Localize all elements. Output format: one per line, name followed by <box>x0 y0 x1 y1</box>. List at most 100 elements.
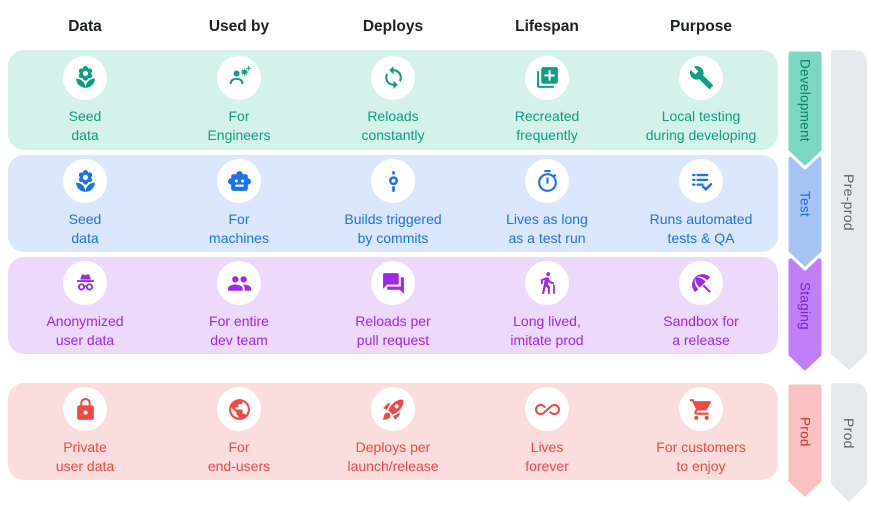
cell-prod-used-by: For end-users <box>162 383 316 480</box>
cell-label: For customers <box>656 439 746 455</box>
cell-label: Lives as long <box>506 211 588 227</box>
ribbon-pre-prod <box>831 50 867 370</box>
column-header-deploys: Deploys <box>362 18 424 35</box>
cell-label: by commits <box>357 230 429 246</box>
library-add-icon <box>525 55 569 100</box>
env-row-prod: Private user data For end-users Deploys … <box>8 383 778 480</box>
cell-dev-used-by: For Engineers <box>162 50 316 150</box>
cell-label: dev team <box>210 332 268 348</box>
ribbon-label-staging: Staging <box>797 281 813 330</box>
cell-label: pull request <box>356 332 430 348</box>
robot-icon <box>217 159 261 203</box>
column-headers: Data Used by Deploys Lifespan Purpose <box>8 18 778 36</box>
cell-label: a release <box>672 332 730 348</box>
seed-icon <box>63 55 107 100</box>
ribbon-development <box>785 48 825 170</box>
cell-staging-deploys: Reloads per pull request <box>316 257 470 354</box>
ribbon-prod-phase <box>831 383 867 502</box>
column-header-lifespan: Lifespan <box>515 18 579 35</box>
engineer-icon <box>217 55 261 100</box>
cell-label: to enjoy <box>676 458 726 474</box>
chat-icon <box>371 261 415 305</box>
cell-label: user data <box>55 458 115 474</box>
cell-prod-deploys: Deploys per launch/release <box>316 383 470 480</box>
cell-dev-purpose: Local testing during developing <box>624 50 778 150</box>
cell-test-data: Seed data <box>8 155 162 252</box>
cell-label: data <box>71 126 99 143</box>
wrench-icon <box>679 55 723 100</box>
column-header-used-by: Used by <box>208 18 270 35</box>
env-row-staging: Anonymized user data For entire dev team… <box>8 257 778 354</box>
cell-label: Seed <box>68 107 102 124</box>
cell-label: user data <box>55 332 115 348</box>
timer-icon <box>525 159 569 203</box>
cell-test-deploys: Builds triggered by commits <box>316 155 470 252</box>
cell-label: forever <box>525 458 569 474</box>
incognito-icon <box>63 261 107 305</box>
cell-label: Runs automated <box>649 211 753 227</box>
cell-label: Deploys per <box>355 439 431 455</box>
env-row-test: Seed data For machines Builds triggered … <box>8 155 778 252</box>
ribbon-label-prod: Prod <box>797 416 813 447</box>
cell-dev-deploys: Reloads constantly <box>316 50 470 150</box>
cell-label: Local testing <box>661 107 741 124</box>
cell-label: Builds triggered <box>344 211 442 227</box>
cell-prod-purpose: For customers to enjoy <box>624 383 778 480</box>
cell-label: tests & QA <box>667 230 735 246</box>
rocket-icon <box>371 387 415 431</box>
ribbon-prod <box>785 381 825 501</box>
cell-label: Long lived, <box>513 313 581 329</box>
cell-label: Private <box>63 439 107 455</box>
seed-icon <box>63 159 107 203</box>
checklist-icon <box>679 159 723 203</box>
cell-label: Reloads <box>367 107 419 124</box>
cell-label: Seed <box>68 211 102 227</box>
phase-label-prod: Prod <box>841 417 857 449</box>
phase-label-pre-prod: Pre-prod <box>841 173 857 231</box>
cell-label: end-users <box>207 458 271 474</box>
infinity-icon <box>525 387 569 431</box>
cell-label: Lives <box>530 439 564 455</box>
cell-label: For <box>228 211 250 227</box>
cell-staging-data: Anonymized user data <box>8 257 162 354</box>
cell-label: Anonymized <box>46 313 124 329</box>
cell-label: imitate prod <box>510 332 584 348</box>
column-header-data: Data <box>68 18 102 35</box>
cell-label: during developing <box>645 126 757 143</box>
cell-dev-data: Seed data <box>8 50 162 150</box>
ribbon-label-development: Development <box>797 58 813 142</box>
cell-label: frequently <box>516 126 578 143</box>
env-row-development: Seed data For Engineers Reloads constant… <box>8 50 778 150</box>
cell-label: For <box>228 107 250 124</box>
cell-label: as a test run <box>508 230 586 246</box>
commit-icon <box>371 159 415 203</box>
cell-label: Reloads per <box>355 313 431 329</box>
cell-test-lifespan: Lives as long as a test run <box>470 155 624 252</box>
cell-label: Engineers <box>207 126 271 143</box>
cell-label: Sandbox for <box>663 313 739 329</box>
cell-label: data <box>71 230 99 246</box>
cell-label: constantly <box>361 126 425 143</box>
cell-dev-lifespan: Recreated frequently <box>470 50 624 150</box>
column-header-purpose: Purpose <box>669 18 732 35</box>
cell-test-used-by: For machines <box>162 155 316 252</box>
lock-icon <box>63 387 107 431</box>
elderly-icon <box>525 261 569 305</box>
cell-label: machines <box>209 230 269 246</box>
cart-icon <box>679 387 723 431</box>
ribbon-label-test: Test <box>797 190 813 217</box>
group-icon <box>217 261 261 305</box>
cell-label: For <box>228 439 250 455</box>
cell-label: launch/release <box>347 458 439 474</box>
cell-label: Recreated <box>514 107 580 124</box>
cell-staging-lifespan: Long lived, imitate prod <box>470 257 624 354</box>
cell-prod-lifespan: Lives forever <box>470 383 624 480</box>
cell-test-purpose: Runs automated tests & QA <box>624 155 778 252</box>
cell-label: For entire <box>209 313 269 329</box>
cell-staging-purpose: Sandbox for a release <box>624 257 778 354</box>
umbrella-icon <box>679 261 723 305</box>
sync-icon <box>371 55 415 100</box>
cell-staging-used-by: For entire dev team <box>162 257 316 354</box>
cell-prod-data: Private user data <box>8 383 162 480</box>
